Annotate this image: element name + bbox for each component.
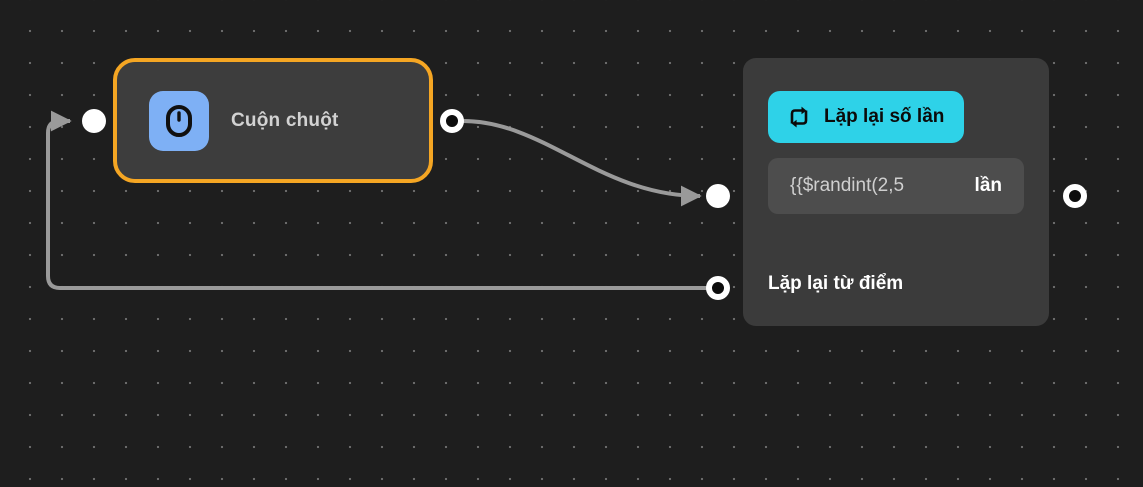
node-title: Cuộn chuột — [231, 109, 339, 131]
loop-restart-input-port[interactable] — [706, 276, 730, 300]
action-input-port[interactable] — [82, 109, 106, 133]
mouse-icon — [149, 90, 209, 151]
action-output-port[interactable] — [440, 109, 464, 133]
node-repeat-times[interactable]: Lặp lại số lần {{$randint(2,5 lần Lặp lạ… — [743, 58, 1049, 326]
loop-output-port[interactable] — [1063, 184, 1087, 208]
repeat-count-input[interactable]: {{$randint(2,5 — [790, 175, 905, 196]
edge-action-to-loop — [462, 119, 702, 207]
repeat-count-unit: lần — [974, 175, 1002, 196]
loop-restart-label: Lặp lại từ điểm — [768, 273, 904, 294]
loop-badge-label: Lặp lại số lần — [824, 106, 945, 127]
repeat-count-field[interactable]: {{$randint(2,5 lần — [768, 158, 1024, 214]
node-scroll-mouse[interactable]: Cuộn chuột — [113, 58, 433, 183]
loop-badge[interactable]: Lặp lại số lần — [768, 91, 965, 143]
loop-input-port[interactable] — [706, 184, 730, 208]
loop-repeat-icon — [786, 105, 812, 129]
